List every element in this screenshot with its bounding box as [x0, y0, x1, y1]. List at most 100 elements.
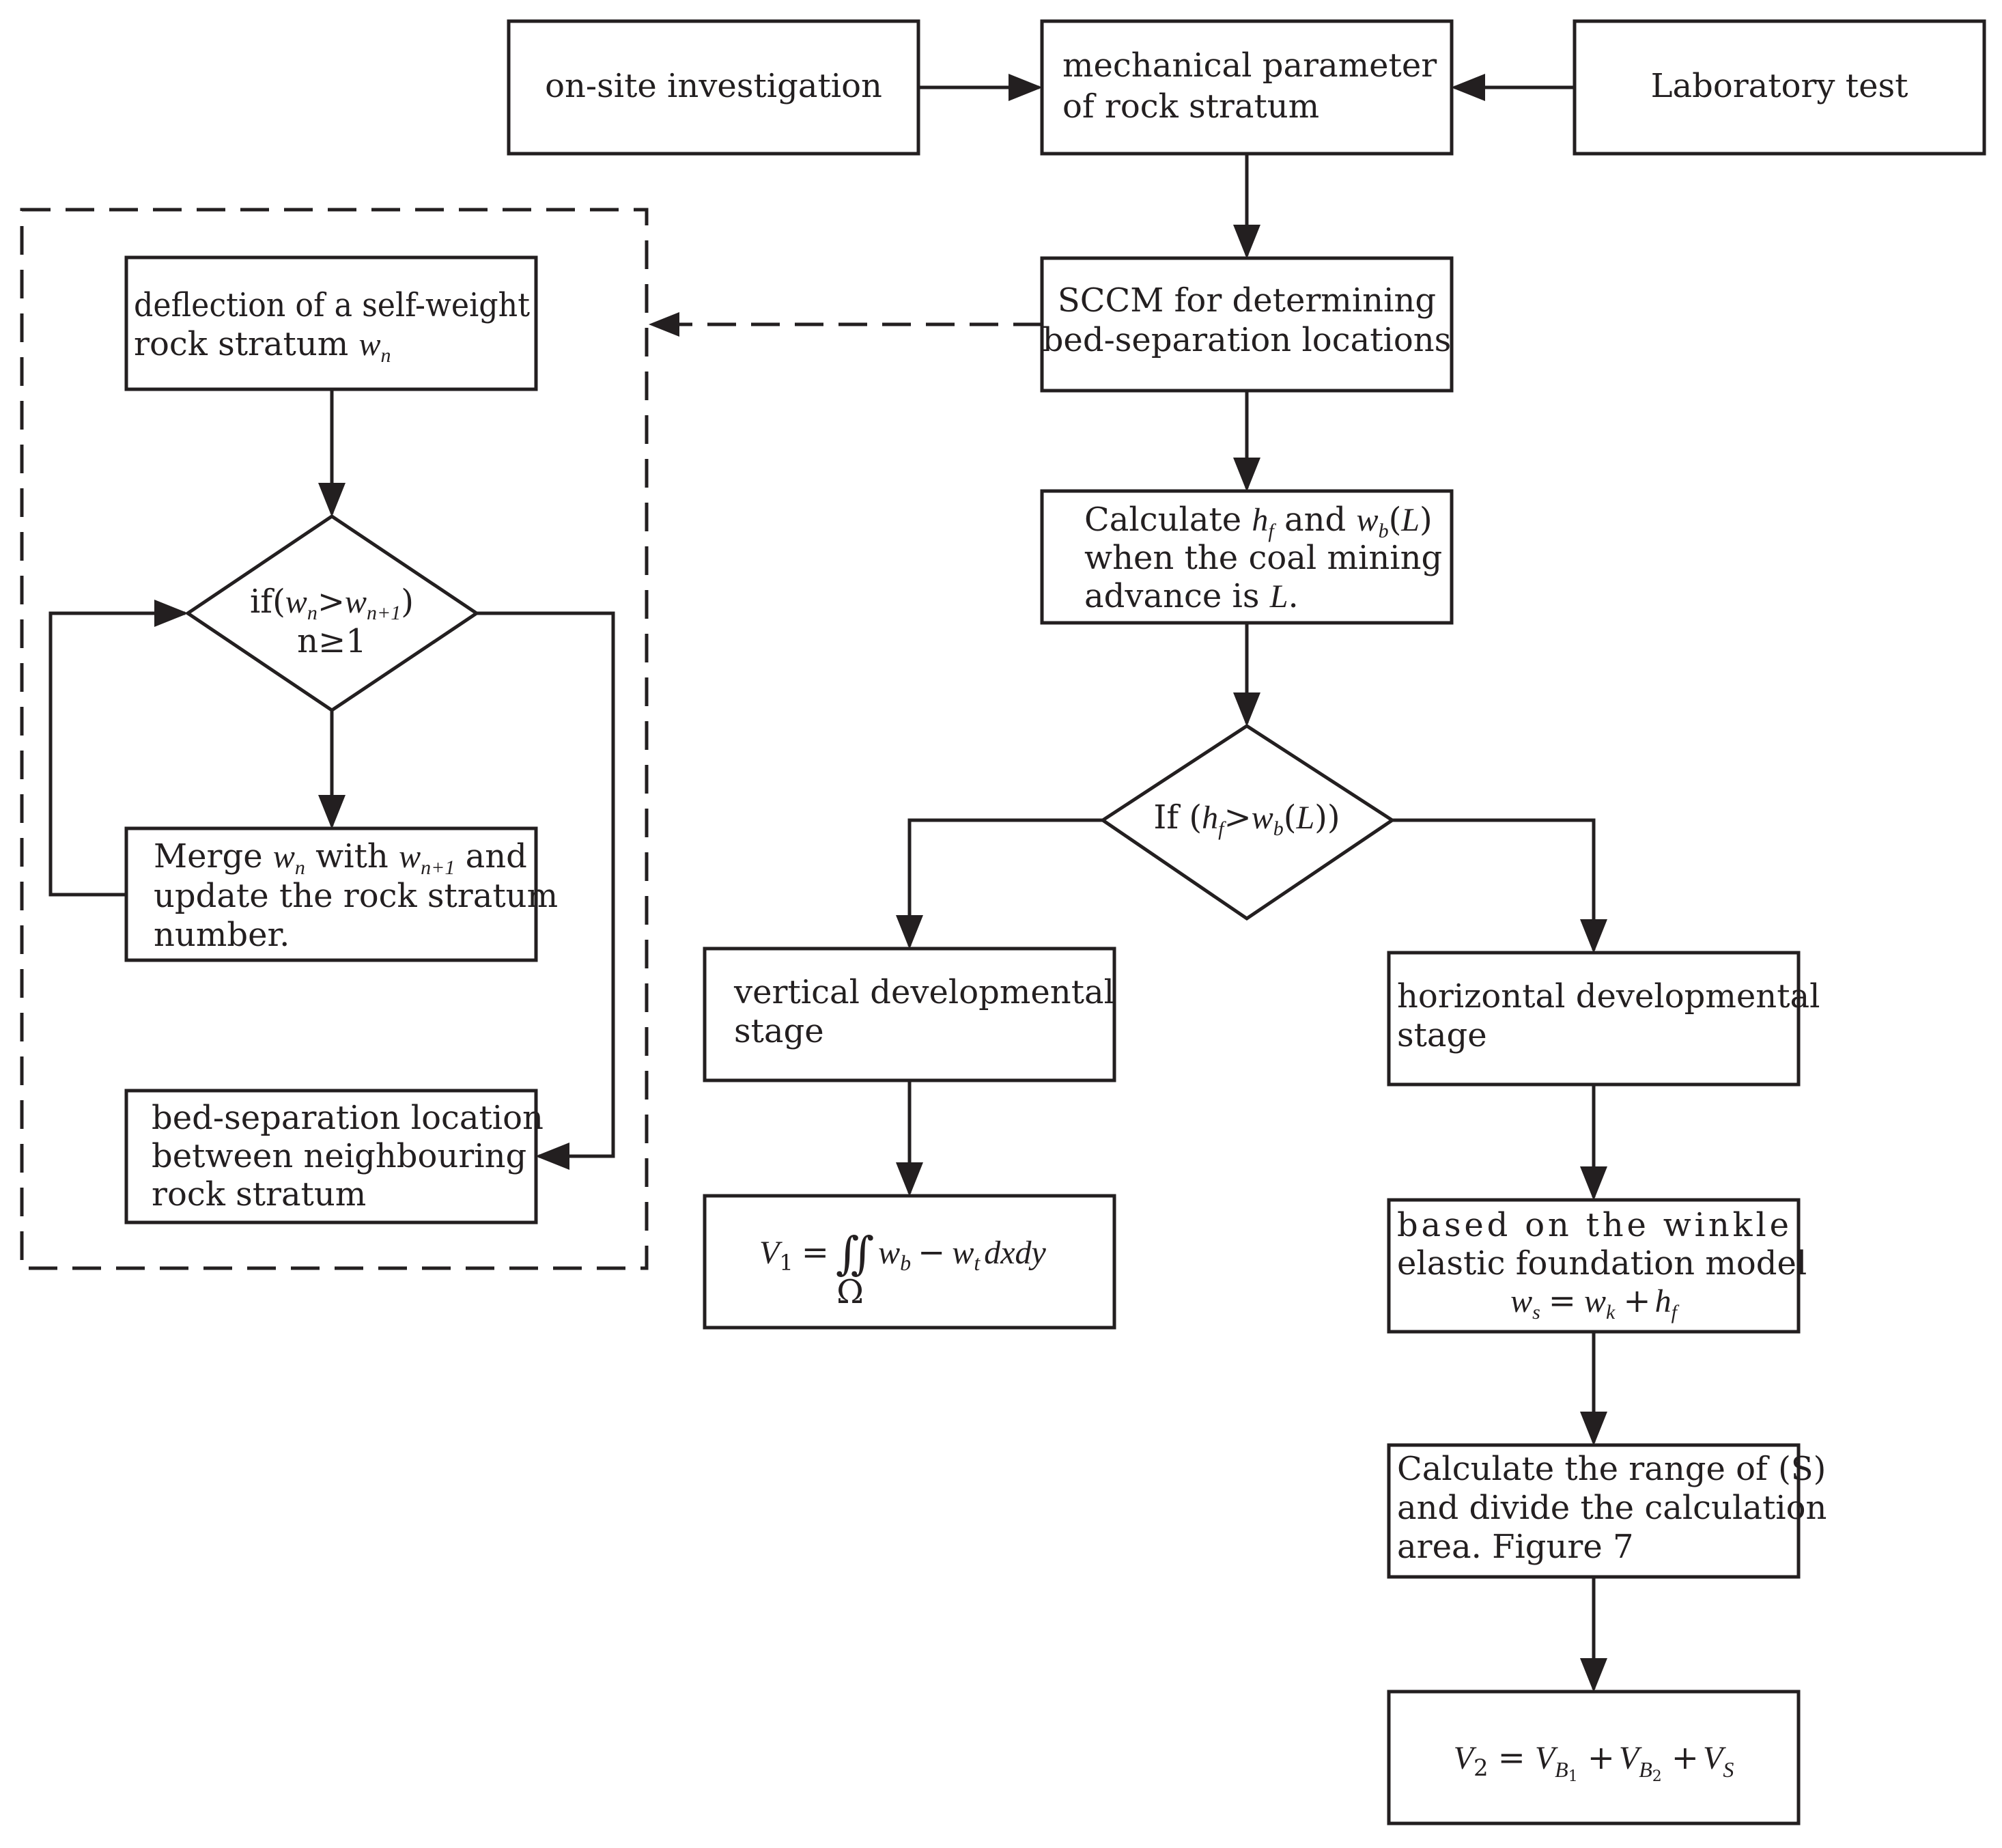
- calc-c: (: [1389, 501, 1402, 539]
- arrow-decision-to-bedsep: [477, 611, 615, 1170]
- calculate-label-line1: Calculate hf and wb(L): [1084, 501, 1433, 542]
- sccm-label-line2: bed-separation locations: [1043, 321, 1452, 359]
- calc-w: w: [1357, 502, 1379, 538]
- arrow-decision-to-horizontal: [1392, 818, 1607, 953]
- decision-right-label: If (hf>wb(L)): [1153, 798, 1340, 840]
- wk-plus: +: [1623, 1282, 1650, 1320]
- v2-plus2: +: [1672, 1739, 1699, 1777]
- mg-w1: w: [273, 839, 295, 875]
- v2-B2: B: [1639, 1757, 1652, 1782]
- calc-wsub: b: [1379, 520, 1389, 542]
- mg-c: and: [455, 837, 527, 876]
- wk-ws: w: [1510, 1283, 1532, 1319]
- winkle-formula: ws=wk+hf: [1510, 1282, 1679, 1324]
- calc-b: and: [1274, 501, 1357, 539]
- dl-gt: >: [318, 583, 345, 621]
- decision-left-line2: n≥1: [297, 622, 367, 660]
- horizontal-label-line2: stage: [1397, 1016, 1487, 1054]
- mg-s1: n: [295, 856, 305, 879]
- horizontal-box: [1387, 951, 1801, 1087]
- v1-wb: w: [878, 1235, 900, 1271]
- v2-B1: B: [1555, 1757, 1568, 1782]
- dr-c: )): [1314, 798, 1340, 837]
- laboratory-label: Laboratory test: [1651, 67, 1908, 105]
- mg-a: Merge: [154, 837, 273, 876]
- calc-h: h: [1252, 502, 1268, 538]
- deflection-sub: n: [381, 344, 391, 367]
- wk-hf: h: [1655, 1283, 1672, 1319]
- deflection-text: rock stratum: [134, 325, 359, 363]
- v2-S: S: [1723, 1757, 1734, 1782]
- bedsep-label-line3: rock stratum: [152, 1175, 366, 1214]
- merge-label-line2: update the rock stratum: [154, 877, 558, 915]
- mg-b: with: [305, 837, 399, 876]
- v1-sub: 1: [779, 1250, 793, 1276]
- decision-left-line1: if(wn>wn+1): [250, 583, 414, 624]
- v1-minus: −: [918, 1233, 945, 1272]
- calc-l3L: L: [1269, 578, 1288, 615]
- sccm-label-line1: SCCM for determining: [1058, 281, 1436, 320]
- v1-integral: ∬: [836, 1227, 874, 1280]
- range-box: [1387, 1443, 1801, 1579]
- horizontal-label-line1: horizontal developmental: [1397, 977, 1820, 1016]
- v2-VS: V: [1703, 1740, 1726, 1776]
- onsite-label: on-site investigation: [545, 67, 882, 105]
- calc-a: Calculate: [1084, 501, 1252, 539]
- dr-b: (: [1284, 798, 1297, 837]
- dashed-arrowhead: [649, 312, 679, 337]
- v2-V: V: [1454, 1740, 1477, 1776]
- winkle-label-line2: elastic foundation model: [1397, 1244, 1807, 1283]
- v1-omega: Ω: [836, 1273, 864, 1311]
- v2-eq: =: [1498, 1739, 1525, 1777]
- v1-dxdy: dxdy: [984, 1235, 1046, 1271]
- vertical-box: [703, 947, 1116, 1082]
- v1-wbsub: b: [900, 1250, 911, 1275]
- vertical-label-line1: vertical developmental: [733, 973, 1114, 1011]
- wk-wk: w: [1584, 1283, 1606, 1319]
- v2-sub: 2: [1474, 1754, 1489, 1782]
- merge-label-line1: Merge wn with wn+1 and: [154, 837, 527, 879]
- v1-eq: =: [802, 1233, 829, 1272]
- dl-w2: w: [345, 584, 367, 620]
- dashed-group-boundary: [20, 208, 649, 1270]
- v2-VB1: V: [1535, 1740, 1558, 1776]
- dl-s1: n: [307, 602, 318, 624]
- dl-s2: n+1: [367, 602, 401, 624]
- arrow-merge-loop-back: [48, 600, 188, 897]
- arrow-decision-to-vertical: [896, 818, 1103, 949]
- mechanical-box: [1040, 19, 1454, 156]
- calc-d: ): [1420, 501, 1433, 539]
- merge-box: [124, 826, 538, 962]
- dr-L: L: [1295, 800, 1314, 836]
- onsite-box: [507, 19, 920, 156]
- mechanical-label-line2: of rock stratum: [1062, 87, 1319, 126]
- mg-w2: w: [399, 839, 421, 875]
- bedsep-label-line2: between neighbouring: [152, 1137, 526, 1175]
- range-label-line2: and divide the calculation: [1397, 1489, 1827, 1527]
- dl-b: ): [401, 583, 414, 621]
- decision-right-diamond: [1099, 724, 1396, 921]
- mechanical-label-line1: mechanical parameter: [1062, 46, 1437, 85]
- v2-B1n: 1: [1568, 1768, 1578, 1785]
- v2-B2n: 2: [1652, 1768, 1662, 1785]
- dr-wsub: b: [1273, 817, 1284, 840]
- deflection-label-line2: rock stratum wn: [134, 325, 391, 367]
- dl-a: if(: [250, 583, 285, 621]
- wk-wksub: k: [1606, 1301, 1616, 1324]
- calculate-label-line2: when the coal mining: [1084, 539, 1442, 577]
- deflection-var: w: [359, 326, 381, 363]
- mg-s2: n+1: [421, 856, 455, 879]
- dr-h: h: [1202, 800, 1218, 836]
- v1-wtsub: t: [974, 1250, 981, 1275]
- v2-plus1: +: [1588, 1739, 1615, 1777]
- dr-a: If (: [1153, 798, 1202, 837]
- dl-w1: w: [285, 584, 307, 620]
- range-label-line3: area. Figure 7: [1397, 1528, 1634, 1566]
- v2-formula: V2=VB1+VB2+VS: [1454, 1739, 1734, 1785]
- dr-w: w: [1252, 800, 1273, 836]
- v1-box: [703, 1194, 1116, 1330]
- vertical-label-line2: stage: [734, 1012, 824, 1050]
- dr-gt: >: [1224, 798, 1251, 837]
- calc-l3a: advance is: [1084, 577, 1270, 615]
